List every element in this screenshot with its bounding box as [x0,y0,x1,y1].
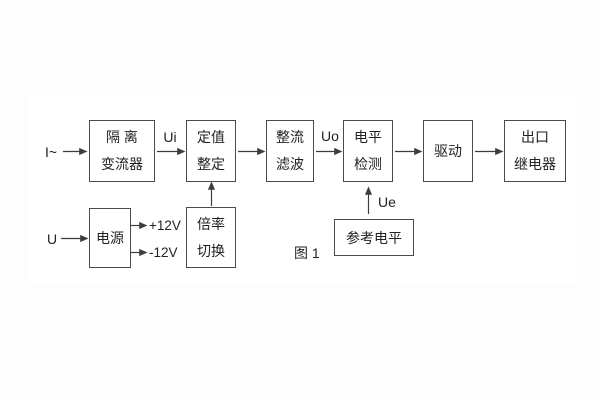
block-label-line: 整定 [197,156,225,172]
signal-label-minus12v: -12V [149,245,178,260]
block-label-line: 变流器 [101,156,143,172]
block-output-relay: 出口 继电器 [504,120,566,182]
block-label-line: 出口 [521,129,549,145]
block-label-line: 定值 [197,129,225,145]
block-label-line: 参考电平 [346,229,402,246]
block-label-line: 切换 [197,242,225,259]
block-label-line: 整流 [276,129,304,145]
signal-label-plus12v: +12V [149,218,181,233]
signal-label-ue: Ue [378,194,396,210]
block-driver: 驱动 [423,120,473,182]
block-label-line: 倍率 [197,215,225,232]
block-level-detector: 电平 检测 [343,120,393,182]
figure-caption: 图 1 [294,245,320,261]
block-power-supply: 电源 [89,208,131,268]
block-label-line: 滤波 [276,156,304,172]
block-label-line: 驱动 [434,143,462,159]
block-rectifier-filter: 整流 滤波 [266,120,314,182]
block-label-line: 继电器 [514,156,556,172]
input-label-current: I~ [44,144,58,160]
block-label-line: 电源 [96,230,124,246]
block-ratio-switch: 倍率 切换 [186,207,236,268]
block-reference-level: 参考电平 [334,219,414,256]
block-setting-adjust: 定值 整定 [186,120,236,182]
block-label-line: 隔 离 [106,129,138,145]
signal-label-ui: Ui [163,129,177,145]
signal-label-uo: Uo [321,128,339,144]
block-isolation-transformer: 隔 离 变流器 [89,120,155,182]
block-label-line: 电平 [354,129,382,145]
input-label-voltage: U [46,231,58,247]
block-label-line: 检测 [354,156,382,172]
